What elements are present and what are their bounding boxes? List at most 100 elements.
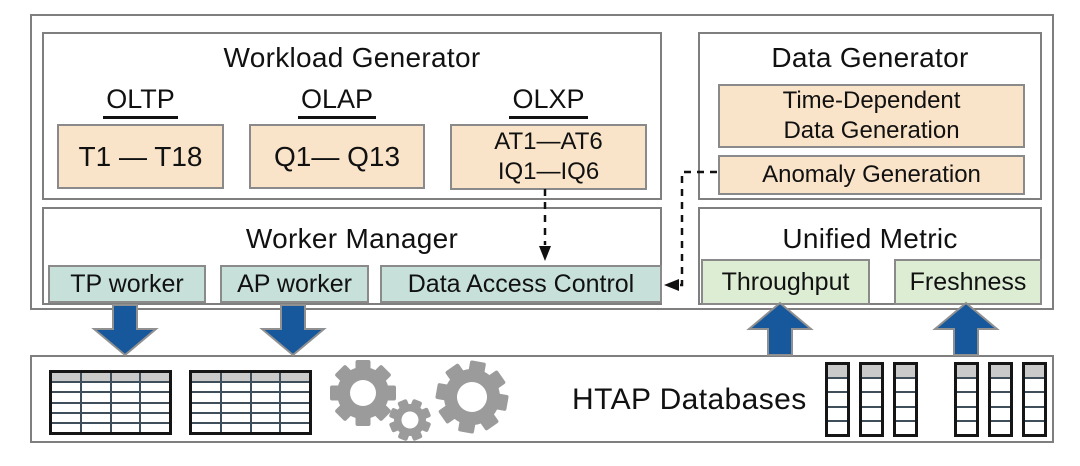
table-cell xyxy=(828,393,847,406)
table-cell xyxy=(991,393,1010,406)
table-cell xyxy=(52,373,80,382)
up-arrow-htap-to-throughput xyxy=(746,301,814,356)
column-store-icon xyxy=(954,362,979,437)
table-cell xyxy=(281,413,309,422)
table-cell xyxy=(862,379,881,392)
table-cell xyxy=(991,407,1010,420)
oltp-transactions-box: T1 — T18 xyxy=(57,124,224,189)
table-cell xyxy=(141,393,169,402)
htap-databases-title: HTAP Databases xyxy=(572,383,807,416)
table-cell xyxy=(141,403,169,412)
table-cell xyxy=(896,421,915,434)
table-cell xyxy=(81,393,110,402)
tp-worker-box: TP worker xyxy=(48,265,206,303)
table-cell xyxy=(862,393,881,406)
table-cell xyxy=(221,373,250,382)
data-generator-title: Data Generator xyxy=(771,42,969,73)
table-cell xyxy=(111,373,140,382)
table-cell xyxy=(991,421,1010,434)
table-cell xyxy=(1025,393,1044,406)
olxp-queries-box: AT1—AT6 IQ1—IQ6 xyxy=(450,124,647,190)
table-cell xyxy=(281,373,309,382)
table-cell xyxy=(281,383,309,392)
olap-queries-box: Q1— Q13 xyxy=(249,124,425,189)
table-cell xyxy=(957,407,976,420)
down-arrow-ap-worker-to-htap xyxy=(259,304,327,357)
table-cell xyxy=(221,413,250,422)
row-table-icon xyxy=(49,370,172,435)
table-cell xyxy=(281,423,309,432)
table-cell xyxy=(957,379,976,392)
table-cell xyxy=(896,407,915,420)
column-store-icon xyxy=(859,362,884,437)
table-cell xyxy=(828,365,847,378)
time-dependent-data-generation-box: Time-Dependent Data Generation xyxy=(718,84,1025,148)
table-cell xyxy=(192,383,220,392)
ap-worker-box: AP worker xyxy=(220,265,369,303)
oltp-header: OLTP xyxy=(57,84,224,119)
freshness-metric-box: Freshness xyxy=(894,259,1042,305)
table-cell xyxy=(141,383,169,392)
column-store-icon xyxy=(893,362,918,437)
table-cell xyxy=(81,403,110,412)
table-cell xyxy=(52,383,80,392)
table-cell xyxy=(52,403,80,412)
table-cell xyxy=(192,373,220,382)
table-cell xyxy=(111,393,140,402)
table-cell xyxy=(862,365,881,378)
table-cell xyxy=(896,365,915,378)
throughput-metric-box: Throughput xyxy=(701,259,870,305)
table-cell xyxy=(1025,365,1044,378)
data-generator-panel: Data Generator Time-Dependent Data Gener… xyxy=(698,32,1042,200)
table-cell xyxy=(192,423,220,432)
table-cell xyxy=(281,393,309,402)
table-cell xyxy=(221,383,250,392)
table-cell xyxy=(991,379,1010,392)
table-cell xyxy=(251,393,280,402)
table-cell xyxy=(192,403,220,412)
olap-header: OLAP xyxy=(249,84,425,119)
column-store-icon xyxy=(1022,362,1047,437)
table-cell xyxy=(251,383,280,392)
row-table-icon xyxy=(189,370,312,435)
table-cell xyxy=(251,413,280,422)
table-cell xyxy=(957,365,976,378)
up-arrow-htap-to-freshness xyxy=(932,301,1000,356)
table-cell xyxy=(862,421,881,434)
table-cell xyxy=(111,383,140,392)
unified-metric-title: Unified Metric xyxy=(782,223,958,254)
table-cell xyxy=(81,413,110,422)
table-cell xyxy=(1025,379,1044,392)
table-cell xyxy=(81,383,110,392)
unified-metric-panel: Unified Metric Throughput Freshness xyxy=(698,207,1042,305)
table-cell xyxy=(52,393,80,402)
table-cell xyxy=(957,393,976,406)
table-cell xyxy=(221,403,250,412)
table-cell xyxy=(251,403,280,412)
table-cell xyxy=(141,423,169,432)
table-cell xyxy=(221,423,250,432)
table-cell xyxy=(1025,421,1044,434)
table-cell xyxy=(896,393,915,406)
table-cell xyxy=(957,421,976,434)
table-cell xyxy=(52,423,80,432)
table-cell xyxy=(896,379,915,392)
table-cell xyxy=(1025,407,1044,420)
table-cell xyxy=(828,379,847,392)
table-cell xyxy=(111,423,140,432)
htap-databases-panel: HTAP Databases xyxy=(30,355,1054,443)
column-store-icon-group xyxy=(954,362,1047,437)
worker-manager-panel: Worker Manager TP worker AP worker Data … xyxy=(42,207,662,305)
table-cell xyxy=(251,373,280,382)
table-cell xyxy=(192,413,220,422)
column-store-icon-group xyxy=(825,362,918,437)
column-store-icon xyxy=(825,362,850,437)
data-access-control-box: Data Access Control xyxy=(380,265,662,303)
olxp-header: OLXP xyxy=(450,84,647,119)
table-cell xyxy=(141,413,169,422)
down-arrow-tp-worker-to-htap xyxy=(91,304,159,357)
table-cell xyxy=(221,393,250,402)
workload-generator-panel: Workload Generator OLTP OLAP OLXP T1 — T… xyxy=(42,32,662,200)
table-cell xyxy=(111,413,140,422)
